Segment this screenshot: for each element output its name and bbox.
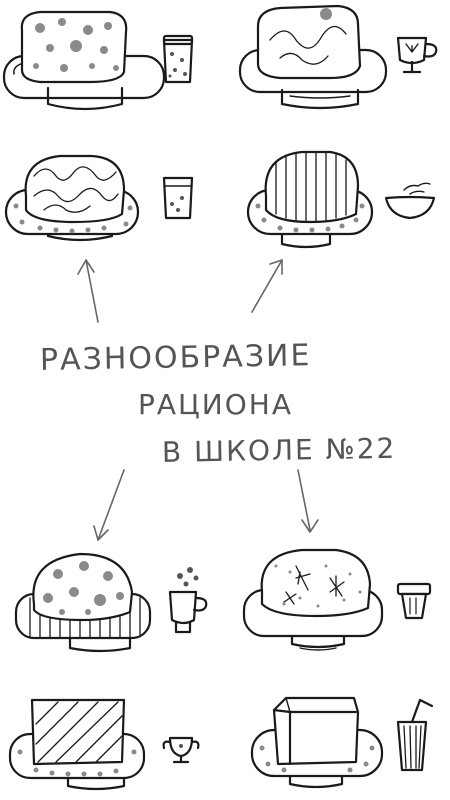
caption-line-1: РАЗНООБРАЗИЕ: [40, 338, 312, 378]
cheese-dish-icon: [20, 10, 128, 84]
meal-6: [242, 548, 432, 651]
cube-dish-icon: [272, 696, 360, 766]
meal-4: [246, 150, 436, 249]
glass-with-straw-icon: [396, 698, 434, 772]
arrow-up-right: [251, 259, 283, 313]
steaming-bowl-icon: [384, 182, 436, 220]
spotted-dish-icon: [32, 552, 134, 622]
arrows: [77, 259, 319, 541]
striped-slab-dish-icon: [30, 698, 126, 766]
cake-dish-icon: [256, 4, 362, 80]
meal-8: [250, 696, 434, 789]
cup-icon: [396, 36, 438, 74]
cup-icon: [168, 567, 208, 634]
meal-7: [8, 698, 200, 791]
striped-dish-icon: [264, 150, 360, 224]
glass-icon: [162, 34, 194, 84]
goblet-icon: [162, 736, 200, 764]
marbled-dish-icon: [24, 154, 126, 224]
arrow-up-left: [77, 259, 99, 323]
meal-5: [14, 552, 208, 653]
caption-line-2: РАЦИОНА: [138, 388, 293, 421]
meal-1: [2, 10, 194, 111]
glass-icon: [162, 176, 194, 220]
caption-line-3: В ШКОЛЕ №22: [162, 432, 397, 469]
meal-2: [238, 4, 438, 110]
caption: РАЗНООБРАЗИЕ РАЦИОНА В ШКОЛЕ №22: [40, 338, 397, 469]
small-cup-icon: [396, 582, 432, 620]
snowflake-dish-icon: [260, 548, 372, 618]
arrow-down-right: [297, 469, 319, 533]
meal-3: [4, 154, 194, 242]
arrow-down-left: [93, 469, 125, 541]
